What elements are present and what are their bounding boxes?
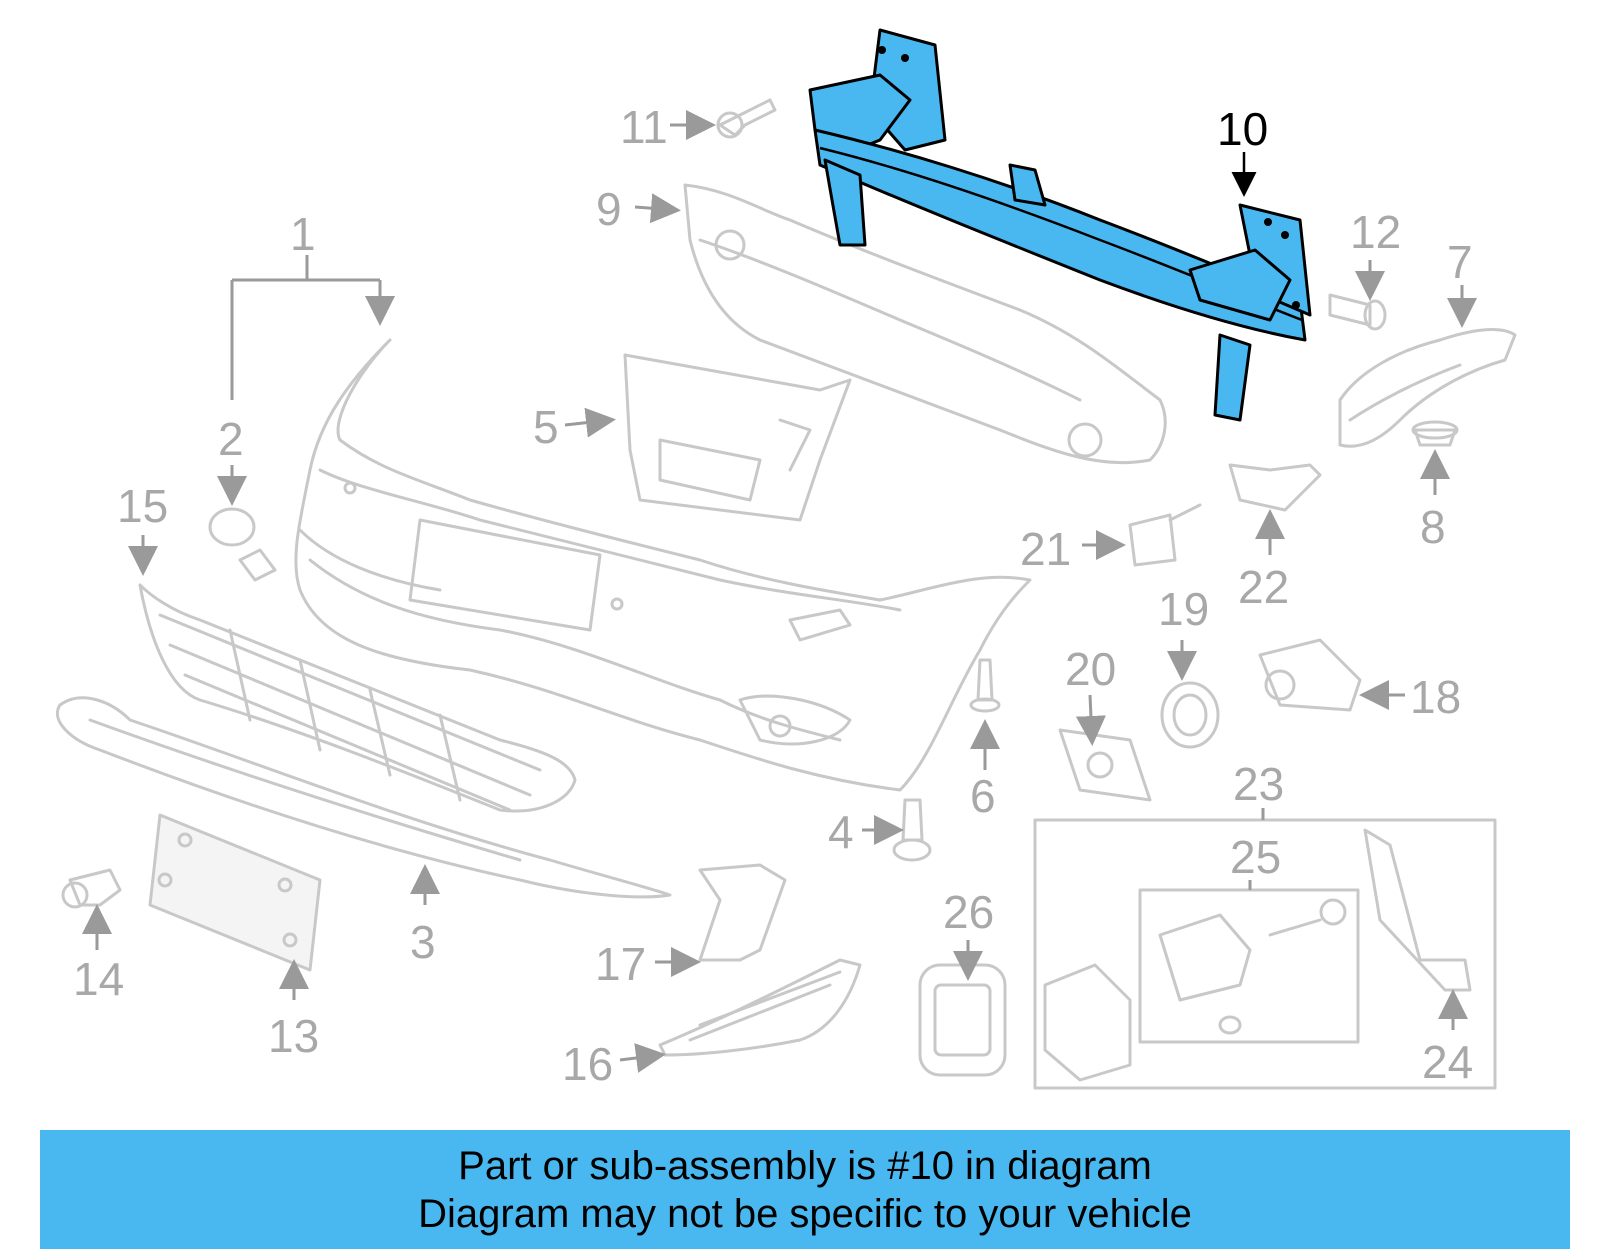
callout-1: 1 — [290, 208, 316, 260]
part-3-lower-spoiler — [56, 696, 672, 899]
part-1-bumper-cover — [294, 338, 1032, 792]
callout-3: 3 — [410, 916, 436, 968]
part-11-bolt — [716, 98, 777, 139]
callout-6: 6 — [970, 770, 996, 822]
part-17-bracket — [698, 863, 787, 962]
callout-2: 2 — [218, 413, 244, 465]
part-5-bracket — [623, 353, 852, 522]
part-23-assembly-box — [1033, 818, 1497, 1090]
callout-10: 10 — [1217, 103, 1268, 155]
part-2-tow-cap — [208, 507, 277, 582]
callout-16: 16 — [562, 1038, 613, 1090]
banner-line-disclaimer: Diagram may not be specific to your vehi… — [418, 1191, 1192, 1236]
part-16-grille-insert — [658, 958, 862, 1057]
part-7-side-bracket — [1338, 328, 1517, 448]
callout-7: 7 — [1447, 236, 1473, 288]
callout-11: 11 — [620, 101, 668, 153]
part-20-sensor-bracket — [1058, 728, 1152, 802]
callout-23: 23 — [1233, 758, 1284, 810]
callout-21: 21 — [1020, 523, 1071, 575]
callout-26: 26 — [943, 886, 994, 938]
part-10-reinforcement-beam — [808, 28, 1312, 422]
callout-13: 13 — [268, 1010, 319, 1062]
part-26-housing — [918, 963, 1007, 1077]
callout-15: 15 — [117, 480, 168, 532]
part-4-rivet — [892, 798, 932, 862]
part-8-clip — [1411, 420, 1459, 447]
callout-18: 18 — [1410, 671, 1461, 723]
part-22-bracket — [1228, 463, 1322, 512]
callout-5: 5 — [533, 401, 559, 453]
callout-12: 12 — [1350, 206, 1401, 258]
callout-25: 25 — [1230, 831, 1281, 883]
callout-4: 4 — [828, 806, 854, 858]
part-14-clip — [61, 868, 122, 909]
banner-line-part: Part or sub-assembly is #10 in diagram — [458, 1143, 1152, 1188]
callout-22: 22 — [1238, 561, 1289, 613]
callout-24: 24 — [1422, 1036, 1473, 1088]
part-25-subassembly-box — [1138, 888, 1360, 1044]
part-6-rivet — [969, 658, 1001, 713]
part-12-bolt — [1328, 293, 1387, 331]
callout-8: 8 — [1420, 501, 1446, 553]
callout-20: 20 — [1065, 643, 1116, 695]
callout-9: 9 — [596, 183, 622, 235]
callout-17: 17 — [595, 938, 646, 990]
part-13-plate-bracket — [148, 813, 322, 972]
part-21-sensor — [1128, 503, 1202, 567]
part-19-grommet — [1160, 681, 1220, 749]
part-15-grille — [138, 583, 577, 813]
part-18-park-sensor — [1258, 638, 1362, 712]
info-banner: Part or sub-assembly is #10 in diagram D… — [40, 1130, 1570, 1249]
callout-19: 19 — [1158, 583, 1209, 635]
callout-labels: 1 2 3 4 5 6 7 8 9 10 11 12 13 14 15 16 1… — [73, 101, 1473, 1090]
callout-14: 14 — [73, 953, 124, 1005]
leader-lines — [82, 110, 1477, 1073]
